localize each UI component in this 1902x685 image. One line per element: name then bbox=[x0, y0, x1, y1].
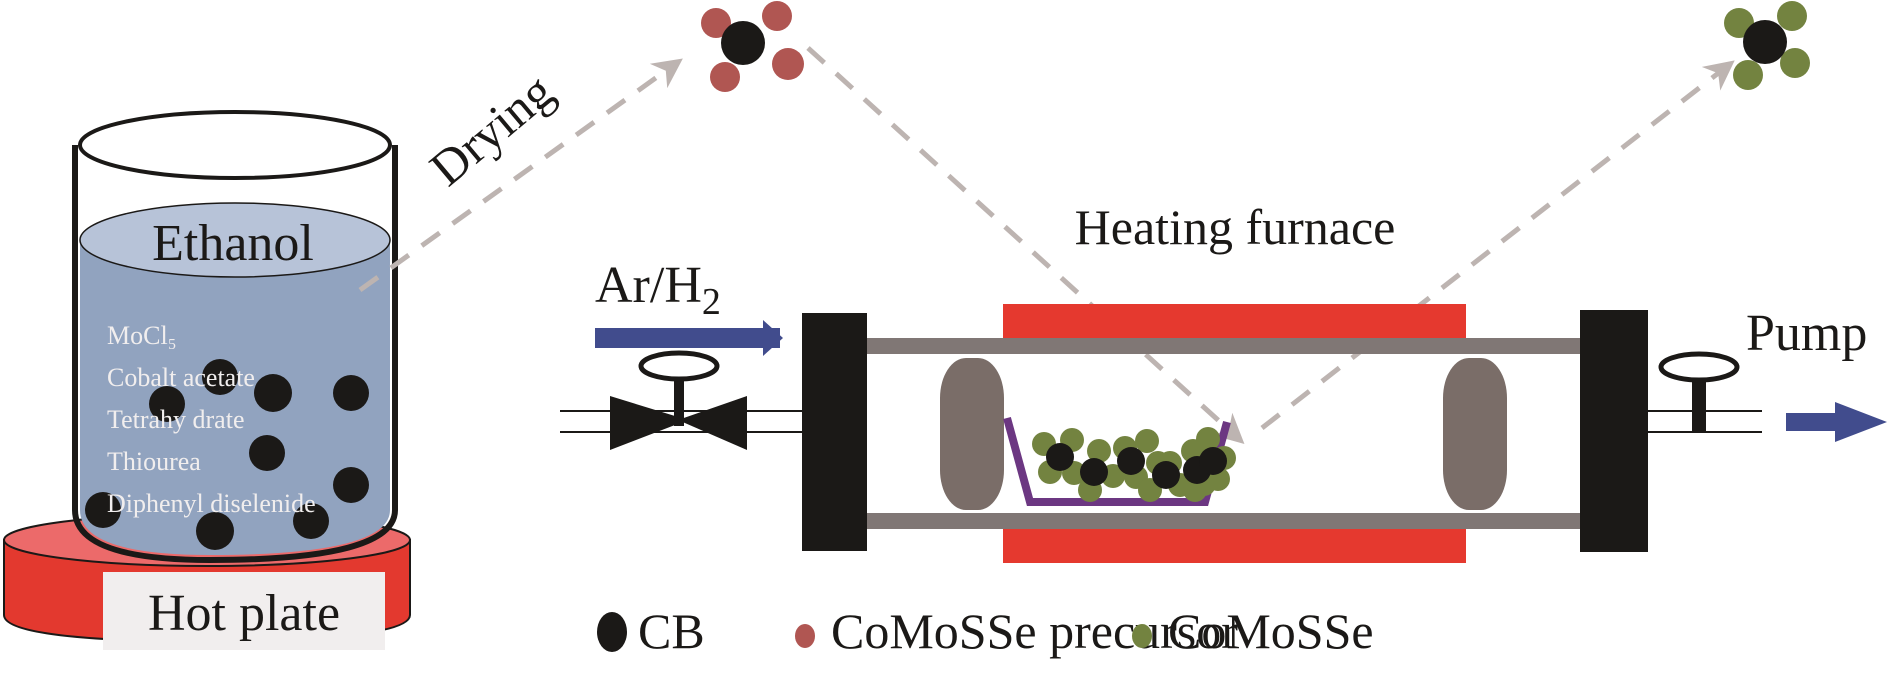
load-path-arrow bbox=[806, 46, 1245, 445]
reagent-item: Cobalt acetate bbox=[107, 363, 255, 392]
radiation-shield-left bbox=[940, 358, 1004, 510]
gas-inlet: Ar/H2 bbox=[560, 257, 802, 450]
reagent-item: Diphenyl diselenide bbox=[107, 489, 316, 518]
legend-item-product: CoMoSSe bbox=[1132, 603, 1374, 659]
cb-particle bbox=[333, 375, 369, 411]
boat-particles bbox=[1032, 427, 1236, 502]
tube-furnace: Heating furnace bbox=[802, 199, 1648, 563]
beaker: Ethanol MoCl₅ Cobalt acetate Tetrahy dra… bbox=[72, 110, 398, 564]
solvent-label: Ethanol bbox=[152, 215, 314, 272]
legend-item-precursor: CoMoSSe precursor bbox=[795, 603, 1238, 659]
tube-wall-top bbox=[860, 338, 1595, 354]
beaker-cb-particles bbox=[85, 359, 369, 550]
cb-particle bbox=[196, 512, 234, 550]
precursor-cluster-icon bbox=[701, 1, 804, 92]
cb-particle bbox=[202, 359, 238, 395]
hot-plate-label-box bbox=[103, 572, 385, 650]
legend-label: CoMoSSe bbox=[1168, 603, 1374, 659]
legend-label: CB bbox=[638, 603, 705, 659]
cb-particle bbox=[333, 467, 369, 503]
drying-label: Drying bbox=[419, 62, 564, 196]
cb-particle bbox=[149, 386, 185, 422]
cb-particle bbox=[249, 435, 285, 471]
gas-outlet: Pump bbox=[1648, 305, 1887, 442]
reagent-item: Tetrahy drate bbox=[107, 405, 245, 434]
precursor-swatch-icon bbox=[795, 624, 815, 648]
beaker-rim bbox=[78, 110, 392, 180]
cb-particle bbox=[293, 503, 329, 539]
inlet-flange bbox=[802, 313, 867, 551]
legend: CB CoMoSSe precursor CoMoSSe bbox=[597, 603, 1374, 659]
legend-label: CoMoSSe precursor bbox=[831, 603, 1238, 659]
inlet-gas-label: Ar/H2 bbox=[595, 257, 721, 323]
furnace-top bbox=[1003, 304, 1466, 340]
legend-item-cb: CB bbox=[597, 603, 705, 659]
furnace-bottom bbox=[1003, 527, 1466, 563]
cb-particle bbox=[85, 492, 121, 528]
inlet-flow-arrow bbox=[595, 328, 780, 348]
furnace-label: Heating furnace bbox=[1075, 199, 1396, 255]
pump-label: Pump bbox=[1746, 305, 1867, 362]
outlet-flow-arrow bbox=[1786, 413, 1836, 431]
product-swatch-icon bbox=[1132, 624, 1152, 648]
process-paths bbox=[358, 46, 1735, 445]
reagent-list: MoCl₅ Cobalt acetate Tetrahy drate Thiou… bbox=[107, 321, 316, 518]
hot-plate-label: Hot plate bbox=[148, 585, 340, 642]
product-path-arrow bbox=[1260, 60, 1735, 430]
reagent-item: Thiourea bbox=[107, 447, 201, 476]
drying-path-arrow bbox=[358, 58, 683, 293]
radiation-shield-right bbox=[1443, 358, 1507, 510]
product-cluster-icon bbox=[1724, 1, 1810, 90]
reagent-item: MoCl₅ bbox=[107, 321, 177, 350]
inlet-valve-icon bbox=[610, 350, 747, 450]
tube-wall-bottom bbox=[860, 513, 1595, 529]
liquid-surface bbox=[79, 202, 391, 278]
cb-swatch-icon bbox=[597, 612, 627, 652]
outlet-valve-icon bbox=[1658, 351, 1740, 432]
outlet-flange bbox=[1580, 310, 1648, 552]
cb-particle bbox=[254, 374, 292, 412]
